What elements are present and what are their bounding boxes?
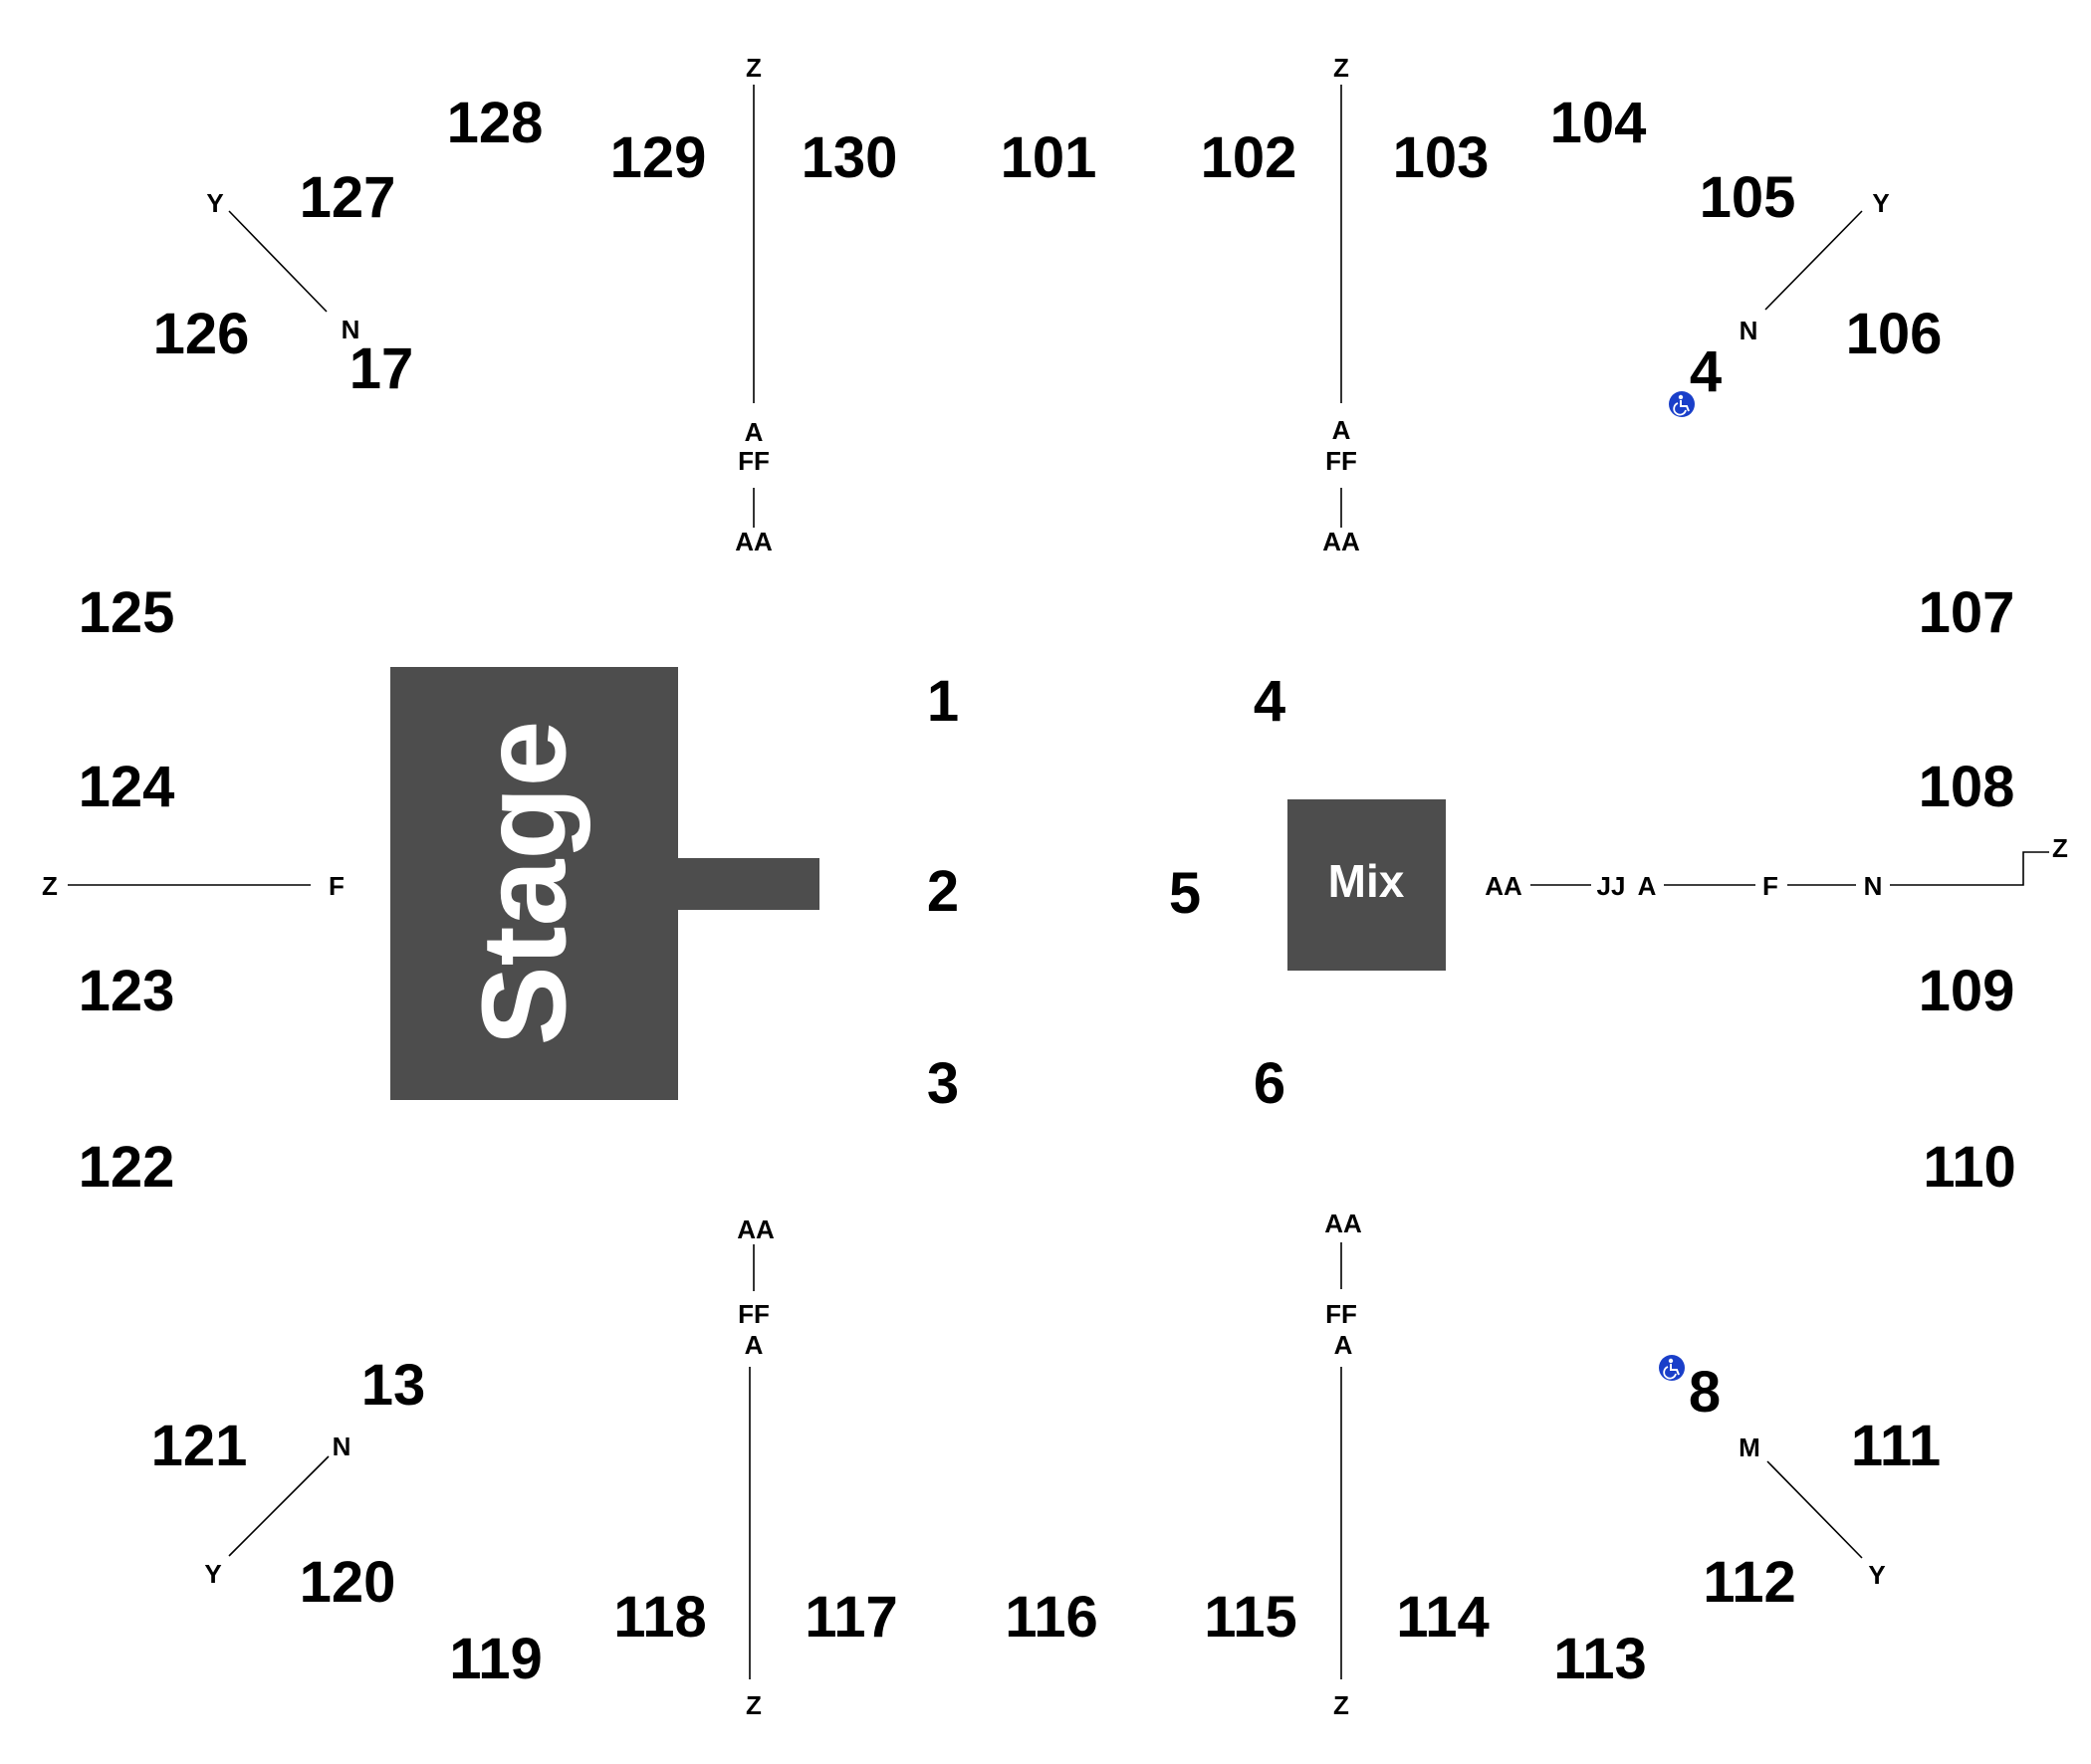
row-label: Z <box>2052 833 2068 863</box>
seating-sections: 101 102 103 104 105 106 107 108 109 110 … <box>79 91 2016 1691</box>
section-106[interactable]: 106 <box>1846 302 1943 366</box>
row-label: AA <box>1485 871 1522 901</box>
section-121[interactable]: 121 <box>151 1414 248 1478</box>
section-130[interactable]: 130 <box>802 125 898 190</box>
aisle-line <box>1890 851 2049 886</box>
floor-sections: 1 2 3 4 5 6 <box>927 669 1285 1116</box>
section-114[interactable]: 114 <box>1396 1585 1490 1650</box>
row-label: Y <box>204 1559 221 1589</box>
section-117[interactable]: 117 <box>805 1585 898 1650</box>
row-label: Z <box>42 871 58 901</box>
aisle-line <box>1764 210 1863 311</box>
mix-label: Mix <box>1328 855 1405 907</box>
accessible-section-13[interactable]: 13 <box>361 1353 426 1418</box>
stage[interactable]: Stage <box>390 667 819 1100</box>
section-126[interactable]: 126 <box>153 302 250 366</box>
stage-block <box>390 667 678 1100</box>
mix-position[interactable]: Mix <box>1287 799 1446 971</box>
row-label: N <box>333 1432 351 1461</box>
stage-runway <box>678 858 819 910</box>
section-118[interactable]: 118 <box>613 1585 707 1650</box>
section-107[interactable]: 107 <box>1919 580 2015 645</box>
mix-block <box>1287 799 1446 971</box>
aisle-line <box>1766 1460 1863 1559</box>
row-label: Z <box>1333 1690 1349 1720</box>
wheelchair-icon <box>1669 391 1695 417</box>
row-label: A <box>745 1330 764 1360</box>
row-lines <box>68 85 2049 1679</box>
section-109[interactable]: 109 <box>1919 959 2015 1023</box>
row-label: AA <box>737 1214 775 1244</box>
section-128[interactable]: 128 <box>447 91 544 155</box>
section-110[interactable]: 110 <box>1923 1135 2016 1200</box>
row-label: A <box>1334 1330 1353 1360</box>
wheelchair-icon <box>1659 1355 1685 1381</box>
row-label: M <box>1739 1433 1760 1462</box>
row-label: FF <box>1325 1299 1357 1329</box>
row-label: FF <box>738 446 770 476</box>
row-label: AA <box>1322 527 1360 556</box>
section-104[interactable]: 104 <box>1550 91 1647 155</box>
section-103[interactable]: 103 <box>1393 125 1490 190</box>
section-123[interactable]: 123 <box>79 959 175 1023</box>
floor-section-5[interactable]: 5 <box>1169 861 1201 926</box>
row-label: Z <box>746 53 762 83</box>
row-label: F <box>1762 871 1778 901</box>
floor-section-2[interactable]: 2 <box>927 859 959 924</box>
row-label: A <box>1332 415 1351 445</box>
row-label: FF <box>1325 446 1357 476</box>
row-labels: Z A FF AA Z A FF AA AA FF A Z AA FF A Z … <box>42 53 2068 1720</box>
section-120[interactable]: 120 <box>300 1550 396 1615</box>
section-127[interactable]: 127 <box>300 165 396 230</box>
section-115[interactable]: 115 <box>1204 1585 1297 1650</box>
row-label: Z <box>746 1690 762 1720</box>
accessible-section-4[interactable]: 4 <box>1690 339 1722 404</box>
row-label: Z <box>1333 53 1349 83</box>
section-116[interactable]: 116 <box>1005 1585 1098 1650</box>
floor-section-6[interactable]: 6 <box>1254 1051 1285 1116</box>
row-label: N <box>1864 871 1883 901</box>
section-113[interactable]: 113 <box>1553 1627 1647 1691</box>
row-label: JJ <box>1597 871 1626 901</box>
section-108[interactable]: 108 <box>1919 755 2015 819</box>
row-label: FF <box>738 1299 770 1329</box>
section-122[interactable]: 122 <box>79 1135 175 1200</box>
row-label: Y <box>1872 188 1889 218</box>
row-label: Y <box>1868 1560 1885 1590</box>
section-102[interactable]: 102 <box>1201 125 1297 190</box>
section-101[interactable]: 101 <box>1001 125 1097 190</box>
accessible-section-17[interactable]: 17 <box>349 336 414 401</box>
stage-label: Stage <box>458 721 591 1046</box>
row-label: AA <box>1324 1209 1362 1238</box>
accessible-section-8[interactable]: 8 <box>1689 1360 1721 1425</box>
row-label: A <box>1638 871 1657 901</box>
row-label: N <box>1740 316 1758 345</box>
aisle-line <box>228 210 328 313</box>
floor-section-3[interactable]: 3 <box>927 1051 959 1116</box>
row-label: N <box>342 315 360 344</box>
floor-section-4[interactable]: 4 <box>1254 669 1285 734</box>
section-105[interactable]: 105 <box>1700 165 1796 230</box>
accessible-sections: 4 8 13 17 <box>349 336 1722 1425</box>
section-125[interactable]: 125 <box>79 580 175 645</box>
row-label: A <box>745 417 764 447</box>
row-label: F <box>329 871 345 901</box>
aisle-line <box>228 1455 330 1557</box>
floor-section-1[interactable]: 1 <box>927 669 959 734</box>
section-124[interactable]: 124 <box>79 755 175 819</box>
row-label: Y <box>206 188 223 218</box>
section-129[interactable]: 129 <box>610 125 707 190</box>
section-119[interactable]: 119 <box>449 1627 543 1691</box>
section-111[interactable]: 111 <box>1851 1414 1941 1478</box>
section-112[interactable]: 112 <box>1703 1550 1796 1615</box>
row-label: AA <box>735 527 773 556</box>
